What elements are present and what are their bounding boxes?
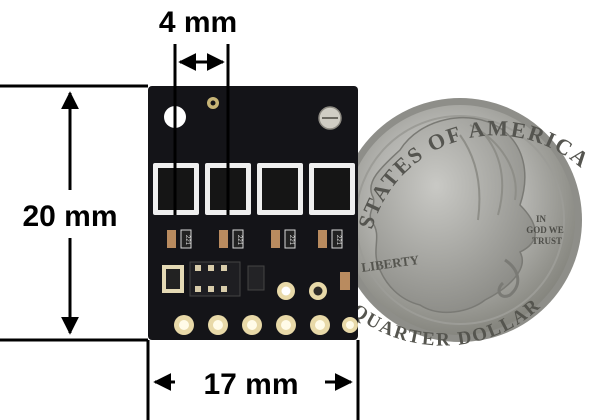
resistor-label: 221: [236, 235, 242, 246]
ponytail-ribbon: [497, 258, 520, 298]
ir-sensors: [153, 163, 355, 215]
resistor-label: 221: [335, 235, 341, 246]
transistor: [247, 265, 265, 291]
coin-motto-line2: GOD WE: [526, 225, 564, 235]
coin-motto-line1: IN: [536, 214, 547, 224]
coin-motto-line3: TRUST: [532, 236, 562, 246]
ir-sensor: [309, 163, 355, 215]
dimension-annotations: 4 mm 20 mm 17 mm: [0, 6, 360, 420]
height-dimension-label: 20 mm: [22, 200, 117, 233]
header-pads: [174, 315, 358, 335]
passive-components: 221 221 221 221: [162, 229, 350, 297]
washington-profile: [369, 116, 536, 313]
resistor: [180, 229, 192, 249]
ir-sensor: [257, 163, 303, 215]
quarter-coin: STATES OF AMERICA LIBERTY IN GOD WE TRUS…: [338, 98, 593, 351]
resistor: [284, 229, 296, 249]
capacitor: [271, 230, 280, 248]
capacitor: [167, 230, 176, 248]
sensor-board: 221 221 221 221: [148, 86, 358, 340]
resistor: [232, 229, 244, 249]
resistor: [331, 229, 343, 249]
pitch-dimension-label: 4 mm: [159, 6, 237, 39]
capacitor: [219, 230, 228, 248]
capacitor: [340, 272, 350, 290]
width-dimension-label: 17 mm: [203, 368, 298, 401]
hair-lines: [459, 124, 517, 221]
resistor-label: 221: [288, 235, 294, 246]
resistor-label: 221: [184, 235, 190, 246]
capacitor: [318, 230, 327, 248]
